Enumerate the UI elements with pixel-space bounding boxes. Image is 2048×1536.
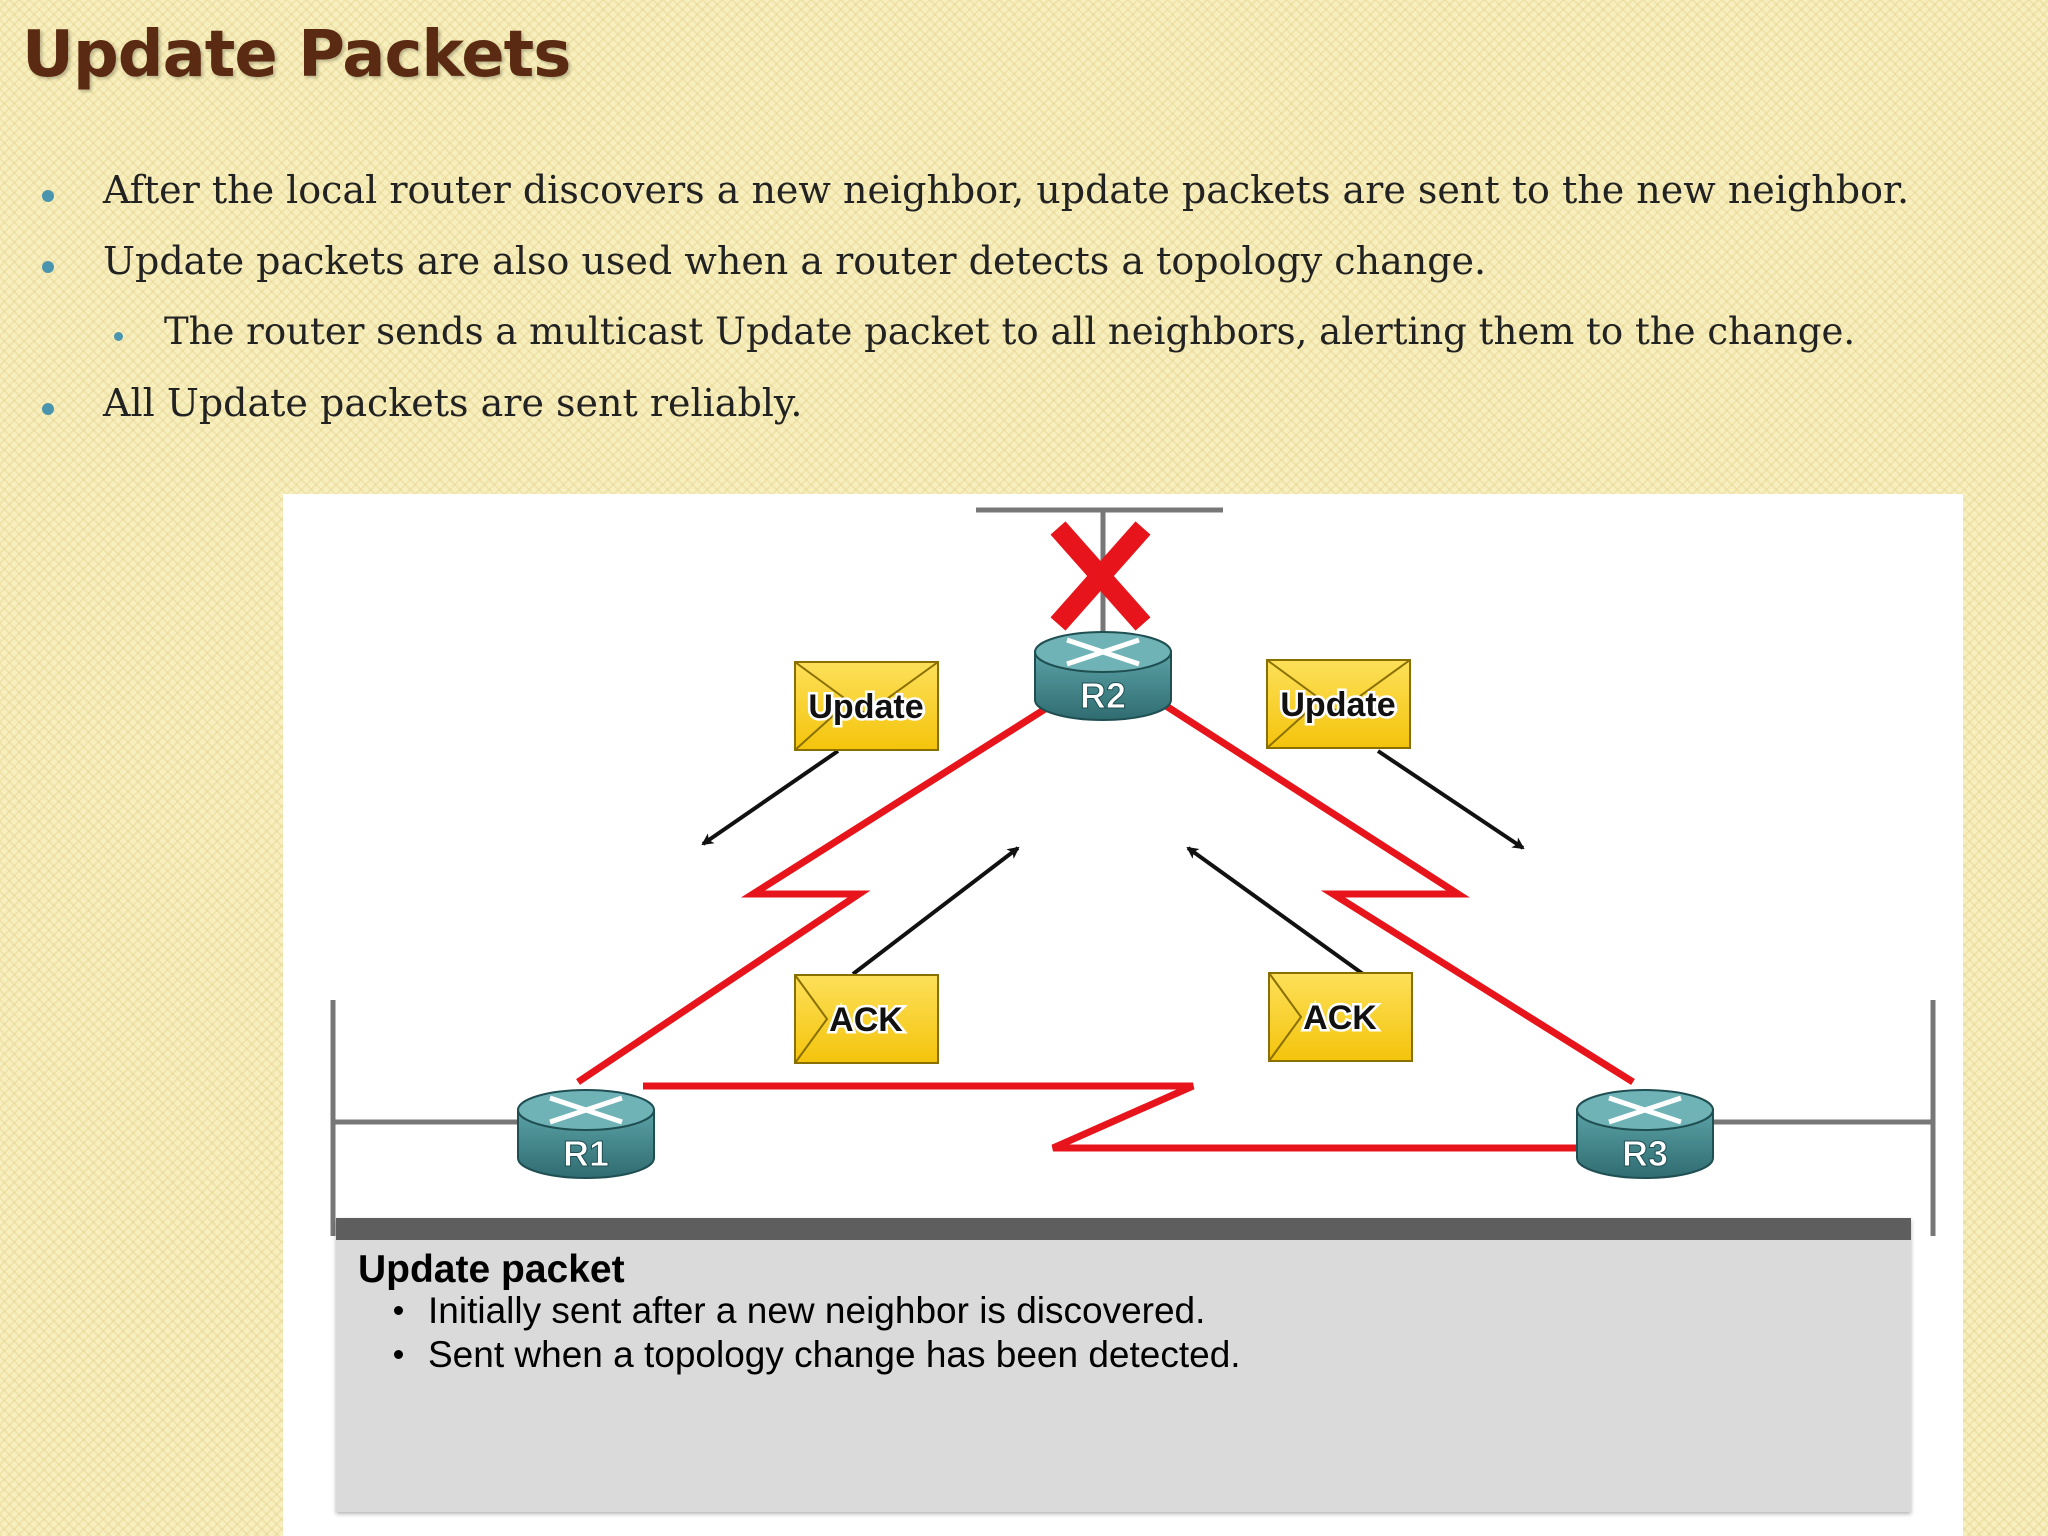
bullet-item: Update packets are also used when a rout… xyxy=(0,239,1909,310)
bullet-dot-icon xyxy=(114,332,123,341)
router-r3-icon: R3 xyxy=(1576,1089,1714,1179)
info-box-item: Sent when a topology change has been det… xyxy=(388,1334,1241,1378)
ack-label: ACK xyxy=(1303,999,1377,1037)
ethernet-segment-right xyxy=(1703,1000,1936,1236)
slide-title: Update Packets xyxy=(22,18,571,92)
network-diagram: Update Update ACK ACK R2 xyxy=(283,494,1963,1536)
bullet-dot-icon xyxy=(42,261,54,273)
serial-link-r2-r3 xyxy=(1161,701,1635,1085)
bullet-dot-icon xyxy=(394,1350,403,1359)
bullet-dot-icon xyxy=(42,403,54,415)
bullet-list: After the local router discovers a new n… xyxy=(0,168,1909,452)
router-r2-icon: R2 xyxy=(1034,631,1172,721)
ack-label: ACK xyxy=(829,1001,903,1039)
info-box: Update packet Initially sent after a new… xyxy=(336,1218,1911,1512)
bullet-text: All Update packets are sent reliably. xyxy=(103,381,803,425)
ack-envelope-right: ACK xyxy=(1268,972,1413,1062)
bullet-item: All Update packets are sent reliably. xyxy=(0,381,1909,452)
link-failure-x-icon xyxy=(1050,521,1151,631)
router-label: R3 xyxy=(1622,1133,1668,1174)
ethernet-segment-left xyxy=(330,1000,528,1236)
info-box-title: Update packet xyxy=(358,1248,625,1291)
info-box-item: Initially sent after a new neighbor is d… xyxy=(388,1290,1241,1334)
bullet-dot-icon xyxy=(394,1306,403,1315)
sub-bullet-item: The router sends a multicast Update pack… xyxy=(0,310,1909,381)
update-label: Update xyxy=(808,688,923,726)
ack-arrow-from-r3 xyxy=(1186,846,1365,976)
update-arrow-to-r3 xyxy=(1376,749,1525,850)
update-arrow-to-r1 xyxy=(701,749,840,846)
bullet-item: After the local router discovers a new n… xyxy=(0,168,1909,239)
bullet-text: Update packets are also used when a rout… xyxy=(103,239,1487,283)
ack-envelope-left: ACK xyxy=(794,974,939,1064)
update-envelope-right: Update xyxy=(1266,659,1411,749)
update-envelope-left: Update xyxy=(794,661,939,751)
info-box-item-text: Sent when a topology change has been det… xyxy=(428,1334,1241,1375)
router-label: R1 xyxy=(563,1133,609,1174)
update-label: Update xyxy=(1280,686,1395,724)
serial-link-r1-r3 xyxy=(643,1082,1593,1152)
bullet-dot-icon xyxy=(42,190,54,202)
topology-svg: Update Update ACK ACK R2 xyxy=(330,507,1936,1236)
info-box-list: Initially sent after a new neighbor is d… xyxy=(388,1290,1241,1378)
router-label: R2 xyxy=(1080,675,1126,716)
ack-arrow-from-r1 xyxy=(851,846,1020,976)
serial-link-r1-r2 xyxy=(576,701,1055,1085)
bullet-text: After the local router discovers a new n… xyxy=(103,168,1910,212)
router-r1-icon: R1 xyxy=(517,1089,655,1179)
info-box-item-text: Initially sent after a new neighbor is d… xyxy=(428,1290,1206,1331)
bullet-text: The router sends a multicast Update pack… xyxy=(164,310,1856,353)
